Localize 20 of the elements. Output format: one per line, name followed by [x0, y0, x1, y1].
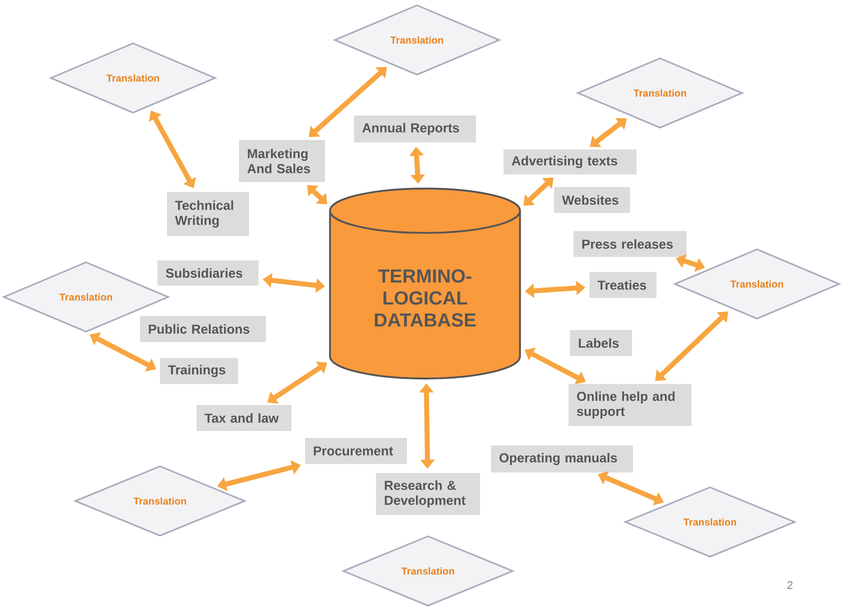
label-box: Press releases — [574, 231, 686, 257]
label-box: Technical Writing — [167, 192, 249, 236]
label-box: Trainings — [160, 358, 238, 384]
page-number: 2 — [788, 581, 792, 589]
label-box: Operating manuals — [491, 445, 633, 472]
label-box: Advertising texts — [504, 150, 636, 174]
double-arrow — [308, 66, 387, 138]
label-box: Tax and law — [196, 405, 292, 431]
double-arrow — [307, 185, 328, 204]
label-box: Marketing And Sales — [239, 140, 325, 182]
label-box: Public Relations — [140, 316, 266, 342]
label-box: Labels — [570, 330, 632, 356]
label-box: Treaties — [590, 272, 656, 298]
label-box: Subsidiaries — [158, 260, 258, 286]
label-box: Annual Reports — [354, 116, 476, 142]
label-box: Procurement — [305, 438, 407, 464]
label-box: Research & Development — [376, 472, 480, 515]
label-box: Online help and support — [568, 384, 692, 426]
label-box: Websites — [554, 186, 630, 213]
database-cylinder: TERMINO-LOGICAL DATABASE — [329, 188, 521, 380]
